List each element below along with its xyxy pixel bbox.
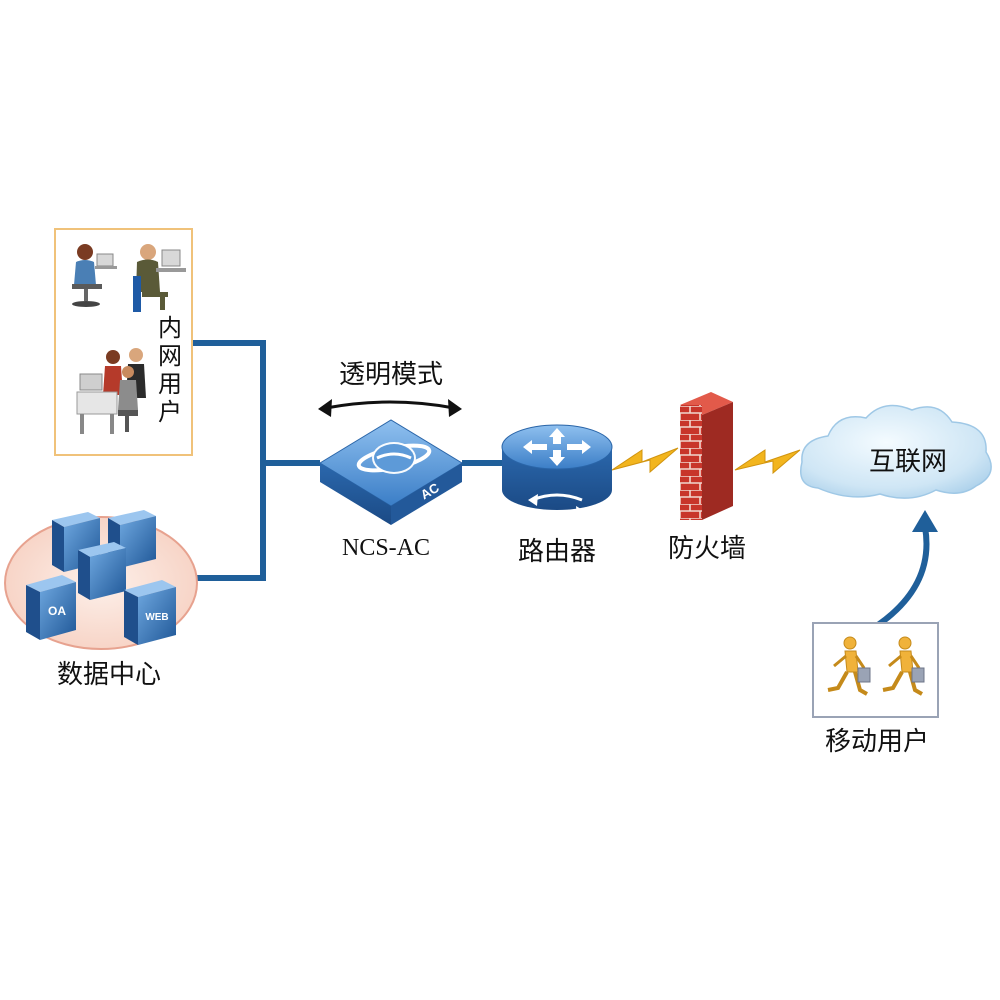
intranet-users-label-char: 户 <box>158 398 182 426</box>
access-controller-icon: AC <box>319 419 463 525</box>
server-oa-label: OA <box>48 604 66 618</box>
intranet-users-label-char: 内 <box>158 314 182 342</box>
office-worker-icon <box>72 244 117 307</box>
link-intranet-to-trunk <box>193 340 266 463</box>
server-web-label: WEB <box>145 612 168 623</box>
router-icon <box>501 424 613 519</box>
lightning-icon <box>734 449 801 475</box>
lightning-icon <box>611 447 679 474</box>
brick-wall-icon <box>680 392 733 520</box>
wireless-link-router-firewall <box>611 447 679 474</box>
router-label: 路由器 <box>518 537 596 567</box>
running-businessman-icon <box>882 636 925 696</box>
ncs-ac-device[interactable]: AC NCS-AC <box>319 419 463 561</box>
intranet-users-group[interactable]: 内 网 用 户 <box>54 228 193 456</box>
network-links <box>193 340 502 581</box>
server-icon <box>78 542 126 600</box>
intranet-users-label-char: 网 <box>158 342 182 370</box>
intranet-users-label-char: 用 <box>158 370 182 398</box>
mobile-to-internet-arrow <box>876 510 938 628</box>
internet-cloud[interactable]: 互联网 <box>800 404 992 499</box>
internet-label: 互联网 <box>869 447 947 477</box>
link-datacenter-to-trunk <box>197 463 266 581</box>
office-worker-icon <box>133 244 186 312</box>
data-center-group[interactable]: OA WEB 数据中心 <box>4 510 198 690</box>
office-team-icon <box>76 348 146 434</box>
transparent-mode-indicator: 透明模式 <box>318 360 462 417</box>
double-arrow-icon <box>325 400 455 410</box>
transparent-mode-label: 透明模式 <box>339 360 443 390</box>
running-businessman-icon <box>827 636 871 696</box>
server-web-icon: WEB <box>124 580 176 645</box>
router-device[interactable]: 路由器 <box>501 424 613 567</box>
server-oa-icon: OA <box>26 575 76 640</box>
mobile-users-group[interactable]: 移动用户 <box>812 622 939 757</box>
firewall-label: 防火墙 <box>668 534 746 564</box>
wireless-link-firewall-internet <box>734 449 801 475</box>
cloud-icon <box>800 404 992 499</box>
firewall-device[interactable]: 防火墙 <box>668 392 746 564</box>
mobile-users-label: 移动用户 <box>825 727 929 757</box>
data-center-label: 数据中心 <box>57 660 161 690</box>
ncs-ac-label: NCS-AC <box>342 535 430 561</box>
